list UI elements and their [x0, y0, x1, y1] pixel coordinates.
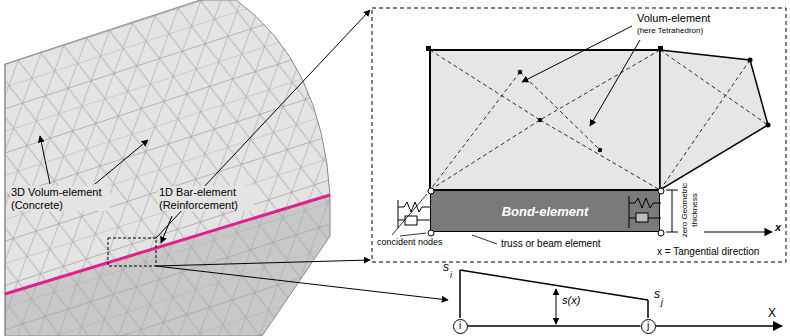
part-label: 3D Volum-element (Concrete) [10, 186, 110, 211]
zoom-line [156, 260, 370, 266]
axis-arrow [704, 231, 772, 232]
slip-plot [460, 270, 782, 326]
zoom-frame [372, 8, 786, 262]
dimension-label: zero Geometric thickness [680, 178, 700, 242]
axis-connector [468, 325, 641, 327]
part-label: 1D Bar-element (Reinforcement) [158, 186, 254, 211]
leader-arrow [95, 140, 148, 184]
leader-arrow [40, 136, 50, 184]
node-circle: i [453, 319, 468, 334]
leader-arrow [161, 216, 172, 243]
leader-line [400, 233, 426, 236]
subscript-label: j [661, 297, 663, 307]
axis-label: x [775, 221, 781, 234]
leader-arrow [522, 26, 632, 82]
spring-symbol [398, 200, 430, 228]
symbol-label: s [654, 288, 660, 302]
zoom-line [156, 266, 448, 300]
leader-arrow [590, 40, 640, 126]
symbol-label: s(x) [562, 294, 580, 307]
subscript-label: i [450, 270, 452, 280]
axis-label: X [768, 307, 776, 321]
tetrahedron-elements [426, 46, 771, 190]
part-note: (here Tetrahedron) [636, 26, 704, 35]
part-label: Volum-element [636, 12, 711, 25]
part-label: concident nodes [376, 237, 444, 247]
axis-note: x = Tangential direction [656, 246, 760, 258]
symbol-label: s [443, 261, 449, 275]
leader-line [472, 235, 497, 244]
detail-box [108, 238, 156, 266]
leader-line [392, 194, 427, 235]
concrete-mesh [5, 0, 330, 336]
node-circle: j [641, 319, 656, 334]
node-text: i [459, 321, 461, 331]
dimension-line [666, 190, 678, 232]
part-label: truss or beam element [500, 238, 602, 250]
bond-element: Bond-element [430, 190, 660, 232]
node-text: Bond-element [502, 204, 589, 219]
zoom-line [156, 10, 370, 238]
node-text: j [647, 321, 649, 331]
